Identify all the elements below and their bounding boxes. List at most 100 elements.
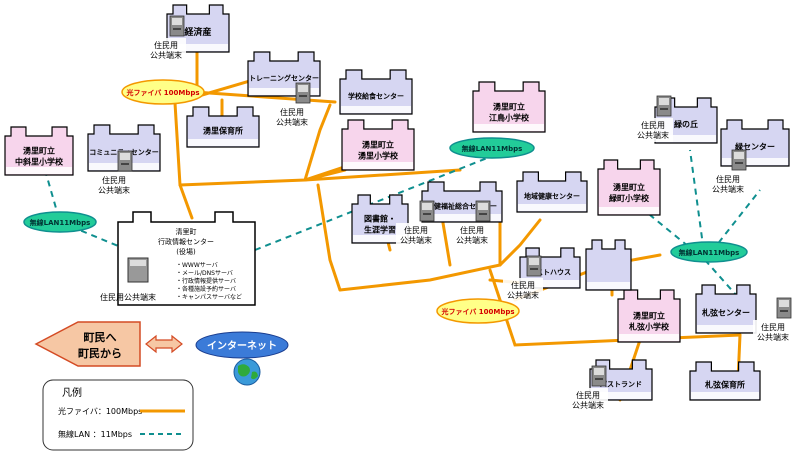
kiosk-icon — [656, 95, 672, 117]
building-label-2: 生涯学習 — [364, 225, 396, 235]
public-terminal: 住民用公共端末 — [146, 15, 186, 62]
building-label-1: 湧里町立 — [613, 182, 645, 192]
building-base — [722, 158, 788, 165]
building-satsuru-hoikusho: 札弦保育所 — [689, 361, 761, 401]
building-label-1: 湧里町立 — [493, 102, 525, 112]
admin-center-shape — [117, 211, 256, 306]
terminal-label-bg — [633, 118, 673, 142]
terminal-label-bg — [272, 105, 312, 129]
building-label-1: 湧里町立 — [362, 140, 394, 150]
fiber-bubble-top: 光ファイバ 100Mbps — [121, 79, 205, 105]
terminal-label-2: 公共端末 — [456, 235, 488, 245]
kiosk-icon — [526, 255, 542, 277]
building-shape — [339, 69, 413, 115]
public-terminal: 住民用公共端末 — [272, 82, 312, 129]
building-base — [599, 207, 659, 214]
building-label-1: 湧里町立 — [23, 146, 55, 156]
building-label: 札弦センター — [701, 308, 750, 318]
building-label-1: 湧里町立 — [633, 311, 665, 321]
fiber-main-right — [303, 168, 462, 182]
fiber-bubble-top-text: 光ファイバ 100Mbps — [125, 88, 199, 97]
wireless-bubble-right-text: 無線LAN11Mbps — [679, 248, 740, 257]
kiosk-icon — [591, 365, 607, 387]
building-base — [656, 135, 716, 142]
public-terminal: 住民用公共端末 — [94, 150, 134, 197]
wireless-bubble-left-text: 無線LAN11Mbps — [30, 218, 91, 227]
building-label: パストランド — [600, 380, 642, 389]
center-server-2: ・メール/DNSサーバ — [176, 270, 233, 277]
public-terminal: 住民用公共端末 — [633, 95, 673, 142]
terminal-label-2: 公共端末 — [757, 332, 789, 342]
terminal-label-2: 公共端末 — [637, 130, 669, 140]
center-server-3: ・行政情報提供サーバ — [176, 277, 236, 285]
wireless-chusetsu — [44, 169, 141, 256]
legend-fiber-label: 光ファイバ：100Mbps — [58, 406, 142, 416]
terminal-label-1: 住民用 — [716, 174, 740, 184]
terminal-label-bg — [753, 320, 793, 344]
wireless-bubble-left: 無線LAN11Mbps — [23, 211, 97, 233]
fiber-top-branch — [193, 90, 337, 104]
terminal-label-2: 公共端末 — [712, 184, 744, 194]
kiosk-icon — [169, 15, 185, 37]
center-server-1: ・WWWサーバ — [176, 262, 218, 269]
globe-land — [238, 364, 258, 380]
building-shape — [4, 126, 74, 176]
kiosk-icon — [776, 297, 792, 319]
public-terminal: 住民用公共端末 — [753, 297, 793, 344]
terminal-label-1: 住民用 — [641, 120, 665, 130]
building-label: 湧里保育所 — [203, 126, 243, 136]
terminal-label-1: 住民用 — [404, 225, 428, 235]
building-base — [697, 325, 755, 332]
terminal-label-2: 公共端末 — [276, 117, 308, 127]
building-base — [423, 214, 501, 221]
building-base — [188, 139, 258, 146]
terminal-label-bg — [503, 278, 543, 302]
legend: 凡例 光ファイバ：100Mbps 無線LAN ：11Mbps — [42, 379, 194, 451]
terminal-label-bg — [94, 173, 134, 197]
terminal-label-bg — [568, 388, 608, 412]
building-label-2: 湧里小学校 — [358, 151, 399, 161]
building-shape — [585, 239, 632, 291]
building-label: 緑の丘 — [674, 119, 698, 129]
building-label: トレーニングセンター — [249, 74, 319, 83]
terminal-label-2: 公共端末 — [150, 50, 182, 60]
terminal-label-2: 公共端末 — [400, 235, 432, 245]
center-server-icon-top — [130, 260, 146, 266]
terminal-label-2: 公共端末 — [572, 400, 604, 410]
resident-arrow: 町民へ 町民から — [34, 321, 141, 367]
legend-title: 凡例 — [62, 386, 82, 399]
legend-box — [42, 379, 194, 451]
building-label-2: 中斜里小学校 — [15, 157, 64, 167]
center-title-3: (役場) — [176, 247, 196, 256]
terminal-label-1: 住民用 — [102, 175, 126, 185]
public-terminal: 住民用公共端末 — [568, 365, 608, 412]
public-terminal: 住民用公共端末 — [452, 200, 492, 247]
wireless-bubble-mid: 無線LAN11Mbps — [449, 137, 535, 159]
internet-label: インターネット — [207, 340, 277, 352]
legend-wireless-label: 無線LAN ：11Mbps — [58, 429, 132, 439]
building-kaigo-center: 地域健康センター — [516, 171, 588, 213]
building-hoikusho: 湧里保育所 — [186, 106, 260, 148]
building-shape — [689, 361, 761, 401]
building-base — [168, 44, 228, 51]
building-kyushoku: 学校給食センター — [339, 69, 413, 115]
building-base — [474, 124, 544, 131]
building-shape — [516, 171, 588, 213]
building-label: 緑センター — [735, 142, 775, 152]
building-base — [691, 392, 759, 399]
wireless-bubble-mid-text: 無線LAN11Mbps — [462, 144, 523, 153]
public-terminal: 住民用公共端末 — [396, 200, 436, 247]
kiosk-icon — [475, 200, 491, 222]
kiosk-icon — [731, 149, 747, 171]
building-label: 学校給食センター — [348, 92, 404, 101]
building-label: 経済産 — [184, 26, 211, 38]
terminal-label-2: 公共端末 — [507, 290, 539, 300]
building-satsuru-center: 札弦センター — [695, 284, 757, 334]
building-base — [6, 167, 72, 174]
building-resthouse-side — [585, 239, 632, 291]
center-server-5: ・キャンパスサーバなど — [176, 293, 242, 301]
terminal-label-bg — [708, 172, 748, 196]
